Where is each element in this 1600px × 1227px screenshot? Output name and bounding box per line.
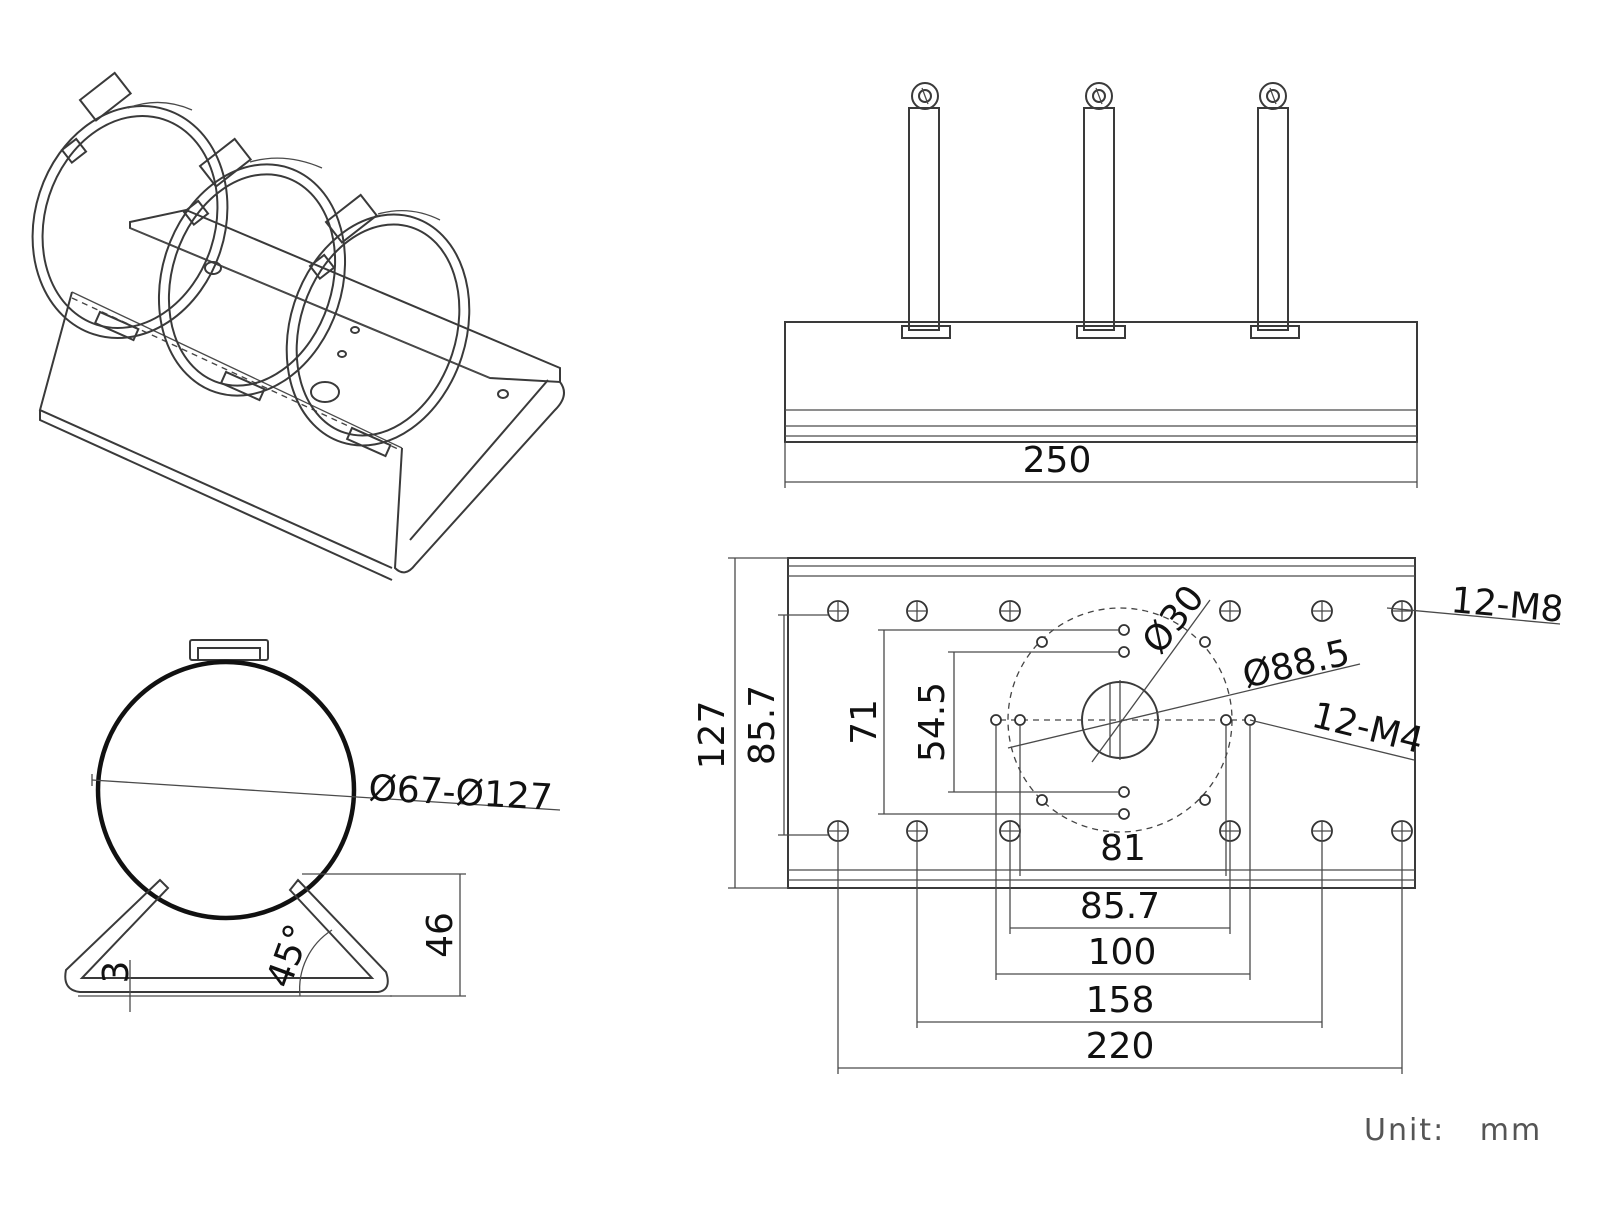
dim-angle-45: 45°: [259, 919, 319, 993]
front-elevation-view: 250: [784, 82, 1418, 488]
m8-hole-icon: [1219, 820, 1241, 842]
m8-hole-icon: [1311, 820, 1333, 842]
clamp-screw-icon: [182, 137, 253, 227]
dim-250: 250: [1023, 440, 1092, 481]
m4-hole-icon: [1118, 624, 1130, 636]
m8-hole-icon: [827, 820, 849, 842]
m4-hole-icon: [1199, 794, 1211, 806]
m4-hole-icon: [1199, 636, 1211, 648]
dim-71: 71: [844, 699, 885, 745]
dim-127: 127: [692, 701, 733, 770]
m8-hole-icon: [1391, 820, 1413, 842]
dim-54-5: 54.5: [912, 682, 953, 762]
dim-158: 158: [1086, 980, 1155, 1021]
dim-46: 46: [420, 912, 461, 958]
m4-hole-icon: [1118, 808, 1130, 820]
dim-dia-88-5: Ø88.5: [1239, 632, 1354, 696]
post-1: [901, 82, 951, 339]
dim-85-7-horizontal: 85.7: [1080, 886, 1160, 927]
dim-dia-30: Ø30: [1135, 578, 1213, 662]
m4-hole-icon: [1118, 646, 1130, 658]
dim-clamp-range: Ø67-Ø127: [368, 768, 554, 819]
clamp-screw-icon: [60, 71, 133, 165]
dim-m8-holes: 12-M8: [1449, 580, 1565, 631]
post-2: [1076, 82, 1126, 339]
m4-hole-icon: [1220, 714, 1232, 726]
dim-100: 100: [1088, 932, 1157, 973]
m8-hole-icon: [999, 600, 1021, 622]
m4-hole-icon: [1036, 636, 1048, 648]
dim-m4-holes: 12-M4: [1308, 695, 1427, 762]
m8-hole-icon: [1391, 600, 1413, 622]
m4-hole-icon: [1014, 714, 1026, 726]
dim-81: 81: [1100, 828, 1146, 869]
m4-hole-icon: [1036, 794, 1048, 806]
m4-hole-icon: [1118, 786, 1130, 798]
m8-hole-icon: [906, 820, 928, 842]
clamp-screw-icon: [308, 193, 379, 281]
m8-hole-icon: [999, 820, 1021, 842]
side-view: Ø67-Ø127 46 3 45°: [64, 639, 561, 1012]
dim-220: 220: [1086, 1026, 1155, 1067]
post-3: [1250, 82, 1300, 339]
plan-view: 12-M8 12-M4 Ø30 Ø88.5 127 85.7 71 54.5 8…: [692, 557, 1565, 1074]
m8-hole-icon: [827, 600, 849, 622]
m8-hole-icon: [1219, 600, 1241, 622]
dim-85-7-vertical: 85.7: [742, 685, 783, 765]
m8-hole-icon: [906, 600, 928, 622]
dim-3: 3: [96, 961, 137, 984]
m4-hole-icon: [990, 714, 1002, 726]
isometric-view: [31, 71, 565, 581]
m8-hole-icon: [1311, 600, 1333, 622]
unit-label: Unit: mm: [1364, 1113, 1542, 1148]
